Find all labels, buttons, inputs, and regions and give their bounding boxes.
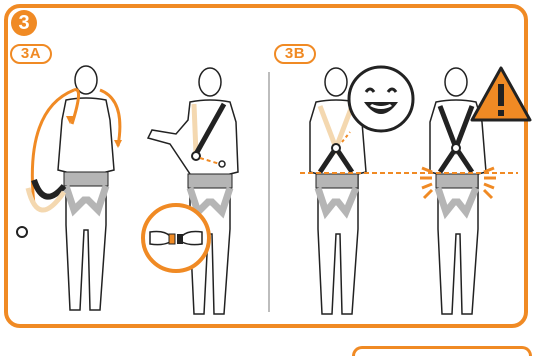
waist-reference-line <box>300 170 520 176</box>
step-number-badge: 3 <box>11 10 37 36</box>
figure-back-view-putting-on-straps <box>14 60 134 320</box>
figure-front-view-buckling <box>140 64 260 324</box>
section-divider <box>268 72 270 312</box>
substep-badge-3b: 3B <box>274 44 316 64</box>
next-panel-tab <box>352 346 532 356</box>
buckle-detail-icon <box>140 202 212 274</box>
warning-triangle-icon <box>468 64 534 124</box>
smiley-face-icon <box>346 64 416 134</box>
